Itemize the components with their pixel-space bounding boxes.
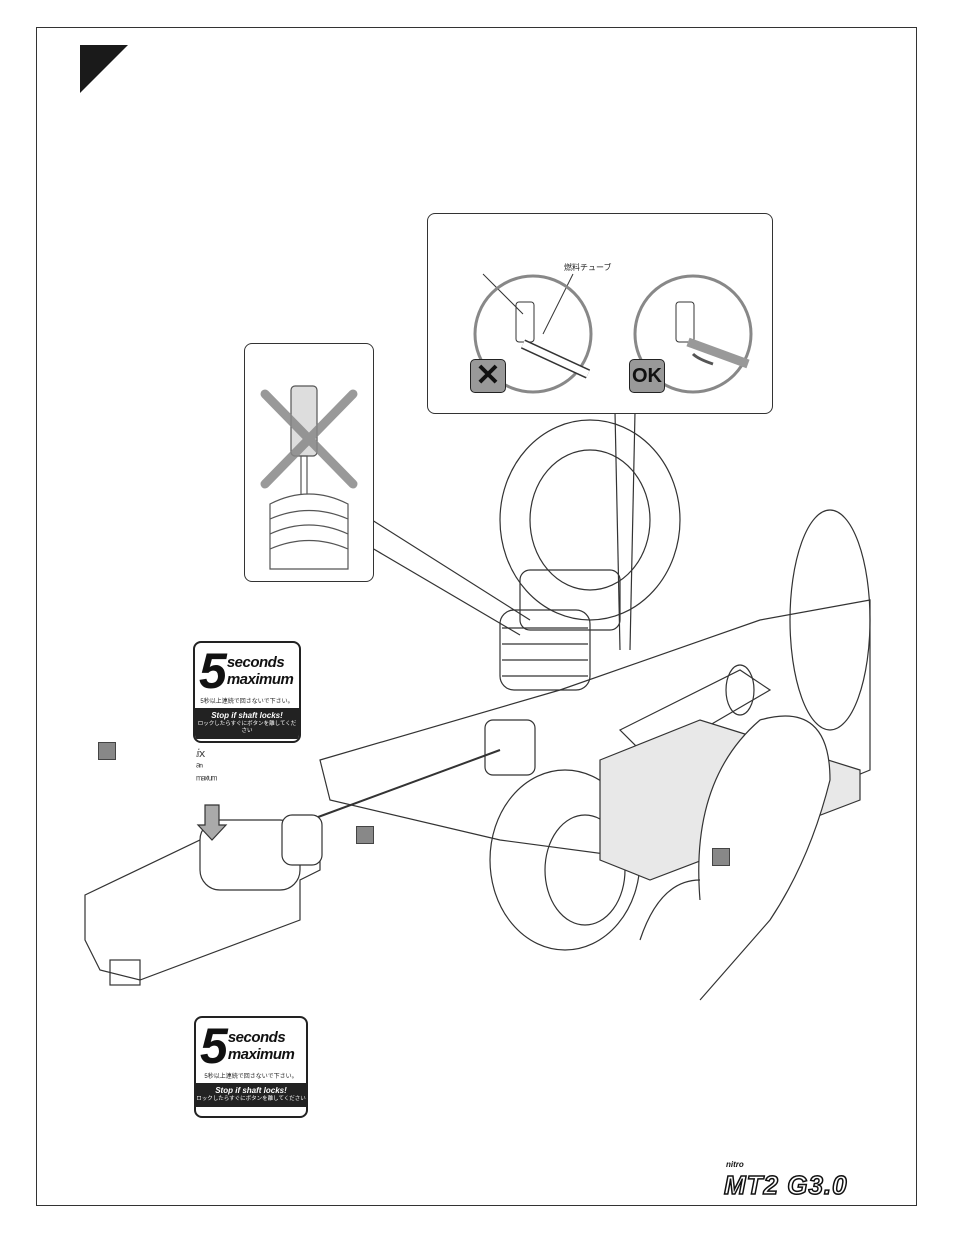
step-marker-1 — [98, 742, 116, 760]
step-corner-marker — [80, 45, 128, 93]
sticker-jp-stop: ロックしたらすぐにボタンを離してください — [196, 1096, 306, 1102]
logo-small-text: nitro — [726, 1160, 744, 1169]
fuel-tube-label: 燃料チューブ — [564, 263, 612, 272]
step-marker-3 — [712, 848, 730, 866]
sticker-line2: maximum — [227, 1046, 295, 1063]
sticker-jp-stop: ロックしたらすぐにボタンを離してください — [197, 721, 297, 734]
callout-fuel-tube: 燃料チューブ ✕ OK — [427, 213, 773, 414]
glow-plug-cross-icon — [260, 385, 358, 570]
sticker-stop-text: Stop if shaft locks! — [211, 711, 283, 720]
product-logo: nitro MT2 G3.0 — [722, 1160, 890, 1200]
sticker-line1: seconds — [227, 1029, 286, 1046]
ok-routing-detail — [633, 274, 753, 394]
sticker-number: 5 — [200, 1018, 228, 1074]
bad-routing-detail — [473, 274, 593, 394]
ok-badge: OK — [629, 359, 665, 393]
step-marker-2 — [356, 826, 374, 844]
sticker-jp-warning: 5秒以上連続で回さないで下さい。 — [204, 1074, 298, 1080]
page-border — [36, 27, 917, 1206]
sticker-line2: maximum — [226, 671, 294, 688]
callout-glow-plug-warning — [244, 343, 374, 582]
sticker-number: 5 — [199, 643, 227, 699]
sticker-jp-warning: 5秒以上連続で回さないで下さい。 — [200, 699, 294, 705]
sticker-line1: seconds — [226, 654, 285, 671]
logo-main-text: MT2 G3.0 — [723, 1170, 848, 1200]
bad-badge: ✕ — [470, 359, 506, 393]
sticker-stop-text: Stop if shaft locks! — [215, 1086, 287, 1095]
